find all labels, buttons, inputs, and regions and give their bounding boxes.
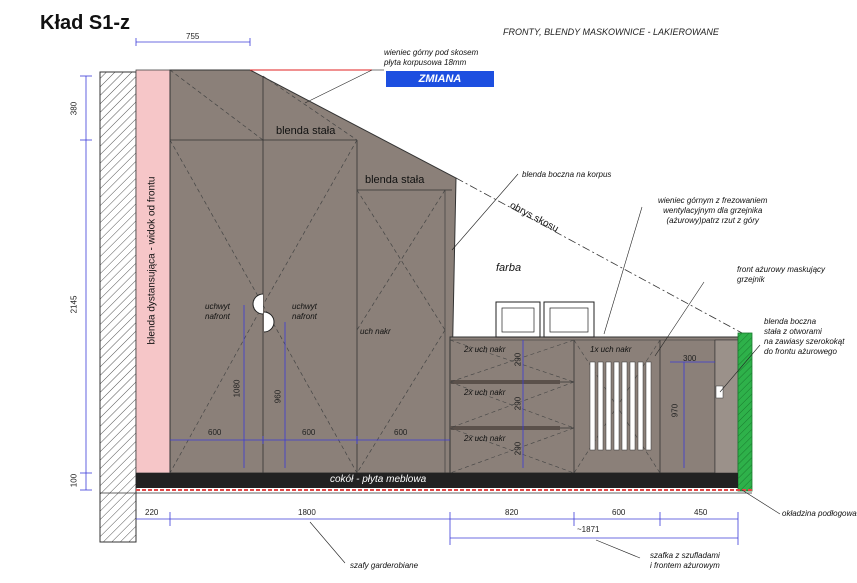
dim-820: 820: [505, 508, 519, 517]
label-blenda-boczna-korpus: blenda boczna na korpus: [522, 170, 612, 179]
handle-left-icon: [252, 293, 264, 315]
drawing-header: FRONTY, BLENDY MASKOWNICE - LAKIEROWANE: [503, 27, 719, 37]
dim-600: 600: [612, 508, 626, 517]
label-okladzina: okładzina podłogowa: [782, 509, 857, 518]
dim-1800: 1800: [298, 508, 316, 517]
dim-1080: 1080: [232, 379, 242, 398]
label-farba: farba: [496, 262, 522, 274]
dim-600c: 600: [394, 428, 408, 437]
dim-100: 100: [69, 473, 79, 488]
left-wall: [99, 71, 137, 543]
label-front-azurowy: front ażurowy maskujący grzejnik: [737, 265, 826, 284]
distance-blend: [135, 69, 171, 474]
dim-450: 450: [694, 508, 708, 517]
label-uchwyt-1: uchwyt nafront: [205, 302, 230, 321]
label-drawer-3: 2x uch nakr: [464, 434, 506, 443]
dim-960: 960: [273, 389, 283, 404]
label-drawer-2: 2x uch nakr: [464, 388, 506, 397]
handle-right-icon: [263, 311, 275, 333]
drawing-title: Kład S1-z: [40, 12, 131, 34]
label-szafka: szafka z szufladami i frontem ażurowym: [650, 551, 720, 570]
label-blenda-stala-2: blenda stała: [365, 174, 425, 186]
slope-outline: [455, 177, 743, 334]
label-uchwyt-2: uchwyt nafront: [292, 302, 317, 321]
dim-300: 300: [683, 354, 697, 363]
label-blenda-dystansujaca: blenda dystansująca - widok od frontu: [146, 176, 158, 345]
label-cokol: cokół - płyta meblowa: [330, 474, 427, 485]
plinth: [136, 473, 738, 488]
dim-380: 380: [69, 101, 79, 116]
label-szafy: szafy garderobiane: [350, 561, 419, 570]
openwork-grille: [589, 361, 652, 451]
dim-970: 970: [670, 403, 680, 418]
label-uch-nakr: uch nakr: [360, 327, 391, 336]
label-drawer-1: 2x uch nakr: [464, 345, 506, 354]
dim-1871: ~1871: [577, 525, 600, 534]
change-badge: ZMIANA: [386, 71, 494, 87]
wardrobe-body: [169, 69, 457, 474]
dim-2145: 2145: [69, 295, 79, 314]
label-drawer-right: 1x uch nakr: [590, 345, 632, 354]
dim-290a: 290: [513, 352, 523, 367]
label-blenda-otwory: blenda boczna stała z otworami na zawias…: [764, 317, 845, 356]
dim-600b: 600: [302, 428, 316, 437]
dim-755: 755: [186, 32, 200, 41]
hinge-holes: [715, 385, 724, 399]
dim-600a: 600: [208, 428, 222, 437]
dim-290c: 290: [513, 441, 523, 456]
dim-290b: 290: [513, 396, 523, 411]
label-blenda-stala-1: blenda stała: [276, 125, 336, 137]
label-wieniec-frezowanie: wieniec górnym z frezowaniem wentylacyjn…: [658, 196, 768, 225]
dim-220: 220: [145, 508, 159, 517]
label-wieniec: wieniec górny pod skosem płyta korpusowa…: [384, 48, 479, 67]
